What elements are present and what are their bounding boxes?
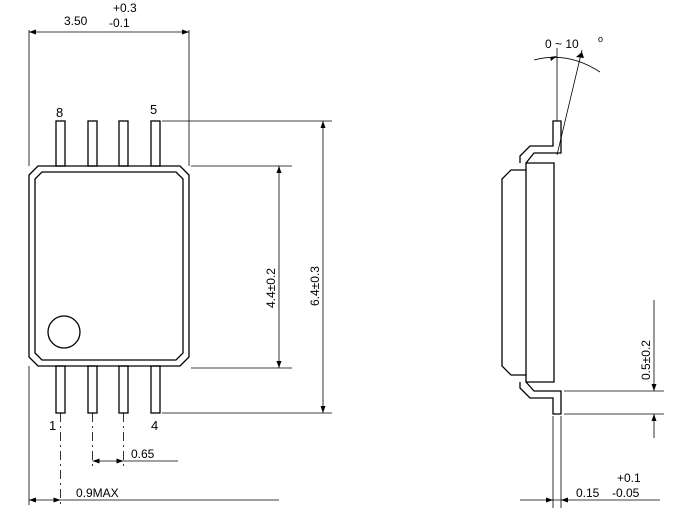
pin-4 [150,365,161,414]
pin-5 [150,120,161,167]
dimension-angle: 0 ~ 10 o [533,34,603,156]
dim-standoff-text: 0.5±0.2 [639,340,653,380]
dimension-standoff: 0.5±0.2 [564,300,664,438]
dim-total-length-text: 6.4±0.3 [308,266,322,306]
pin-7 [87,120,98,167]
dim-body-length-text: 4.4±0.2 [264,268,278,308]
dimension-pitch: 0.65 [92,447,178,464]
pin-2 [87,365,98,414]
pin-8 [55,120,66,167]
dim-thickness-value: 0.15 [576,486,600,500]
dimension-total-length: 6.4±0.3 [162,120,332,414]
pin-label-4: 4 [151,418,158,433]
top-pins [55,120,161,167]
dim-thickness-tol-plus: +0.1 [617,471,641,485]
side-lead-bottom [519,381,562,415]
dimension-body-length: 4.4±0.2 [191,165,292,369]
dim-width-value: 3.50 [64,14,88,28]
side-lead-top [519,120,562,164]
pin-1 [55,365,66,414]
dimension-thickness: +0.1 0.15 -0.05 [520,416,660,508]
pin-label-5: 5 [150,102,157,117]
pin1-index-mark [47,315,81,349]
pin-6 [118,120,129,167]
dim-angle-unit: o [598,34,603,44]
pin-label-8: 8 [56,105,63,120]
side-body [501,162,555,383]
side-view: 0 ~ 10 o 0.5±0.2 +0.1 0.15 -0.05 [501,34,664,508]
dim-angle-text: 0 ~ 10 [545,37,579,51]
dim-pitch-text: 0.65 [131,447,155,461]
pin-3 [118,365,129,414]
package-body-inner [34,171,184,361]
pin-label-1: 1 [49,418,56,433]
top-view: 8 5 1 4 3.50 +0.3 -0.1 4.4±0.2 [28,1,332,505]
dimension-width: 3.50 +0.3 -0.1 [28,1,190,166]
dim-lead-offset-text: 0.9MAX [76,486,119,500]
dim-width-tol-minus: -0.1 [109,16,130,30]
dim-thickness-tol-minus: -0.05 [612,486,640,500]
dim-width-tol-plus: +0.3 [113,1,137,15]
bottom-pins [55,365,161,414]
dimension-lead-offset: 0.9MAX [28,366,279,505]
package-body-outer [28,165,190,367]
